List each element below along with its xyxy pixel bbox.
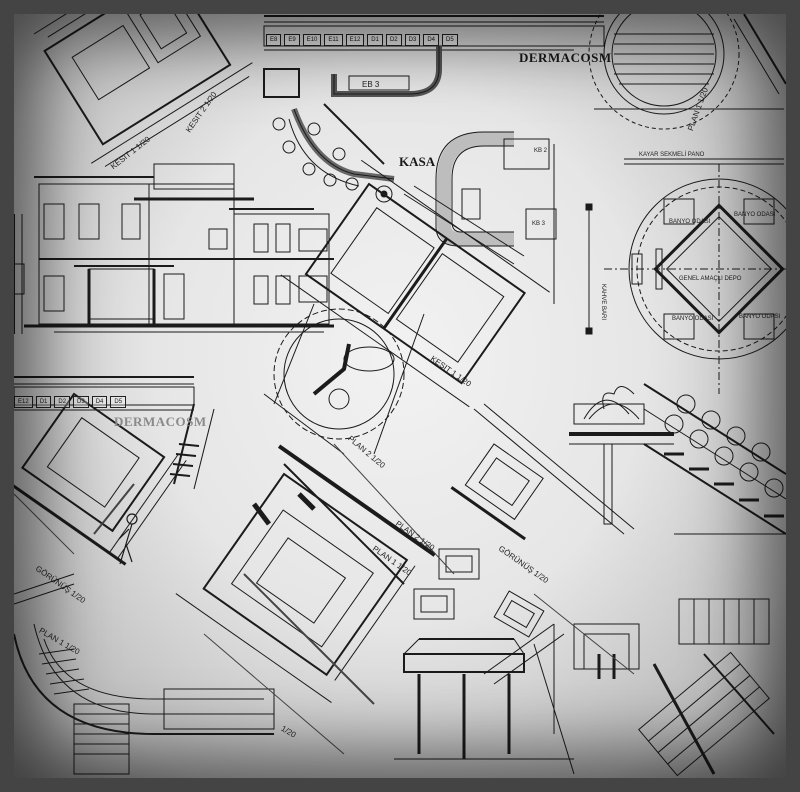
left-shelf-strip — [14, 376, 195, 411]
small-units — [413, 548, 545, 638]
strip-cell: E12 — [345, 34, 365, 46]
strip-cell: D4 — [91, 396, 108, 408]
strip-cell: E10 — [302, 34, 322, 46]
strip-cell: D3 — [404, 34, 421, 46]
kasa-bar — [403, 131, 593, 335]
bottom-right-frames — [573, 598, 775, 777]
dimension-lines — [14, 443, 635, 755]
kayar-label: KAYAR SEKMELİ PANO — [639, 152, 705, 158]
strip-cell: D1 — [367, 34, 383, 46]
eb3-label: EB 3 — [362, 80, 380, 89]
plan-1-mid — [175, 444, 436, 703]
human-figure — [118, 513, 138, 565]
blueprint-drawings — [14, 14, 786, 777]
kb3-label: KB 3 — [532, 221, 546, 227]
strip-cell: E9 — [284, 34, 300, 46]
center-lines — [252, 403, 635, 585]
stair-railing — [569, 383, 786, 535]
banyo-odasi-label: BANYO ODASI — [734, 212, 776, 218]
strip-cell: D2 — [385, 34, 402, 46]
bottom-curved-counter — [14, 573, 275, 775]
strip-cell: D2 — [54, 396, 71, 408]
kasa-counter — [272, 103, 395, 203]
left-edge-drawing — [14, 214, 25, 334]
plan-1-round-top — [588, 14, 786, 130]
strip-cell: E12 — [14, 396, 33, 408]
genel-depo-label: GENEL AMAÇLI DEPO — [679, 276, 742, 282]
pergola-drawing — [394, 623, 575, 775]
brand-label-top: DERMACOSM — [519, 50, 612, 65]
strip-cell: D4 — [423, 34, 439, 46]
banyo-odasi-label: BANYO ODASI — [739, 314, 781, 320]
kb2-label: KB 2 — [534, 148, 548, 154]
strip-cell: E8 — [266, 34, 282, 46]
plan-round-right — [604, 158, 786, 394]
banyo-odasi-label: BANYO ODASI — [669, 219, 711, 225]
plan-2-small — [450, 443, 544, 541]
vertical-elevation — [169, 403, 215, 490]
strip-cell: E11 — [324, 34, 343, 46]
plan-2-round — [263, 303, 425, 455]
house-elevation — [24, 163, 334, 333]
kasa-label: KASA — [399, 154, 436, 169]
top-shelf-strip — [263, 15, 605, 98]
banyo-odasi-label: BANYO ODASI — [672, 316, 714, 322]
brand-label-faded: DERMACOSM — [114, 414, 207, 429]
kahve-bari-label: KAHVE BARI — [600, 284, 606, 321]
kesit-2-drawing — [33, 14, 253, 167]
strip-cell: D1 — [35, 396, 52, 408]
strip-cell: D5 — [441, 34, 458, 46]
strip-cell: D5 — [110, 396, 127, 408]
strip-cell: D3 — [73, 396, 89, 408]
kesit-1-drawing — [280, 159, 550, 408]
